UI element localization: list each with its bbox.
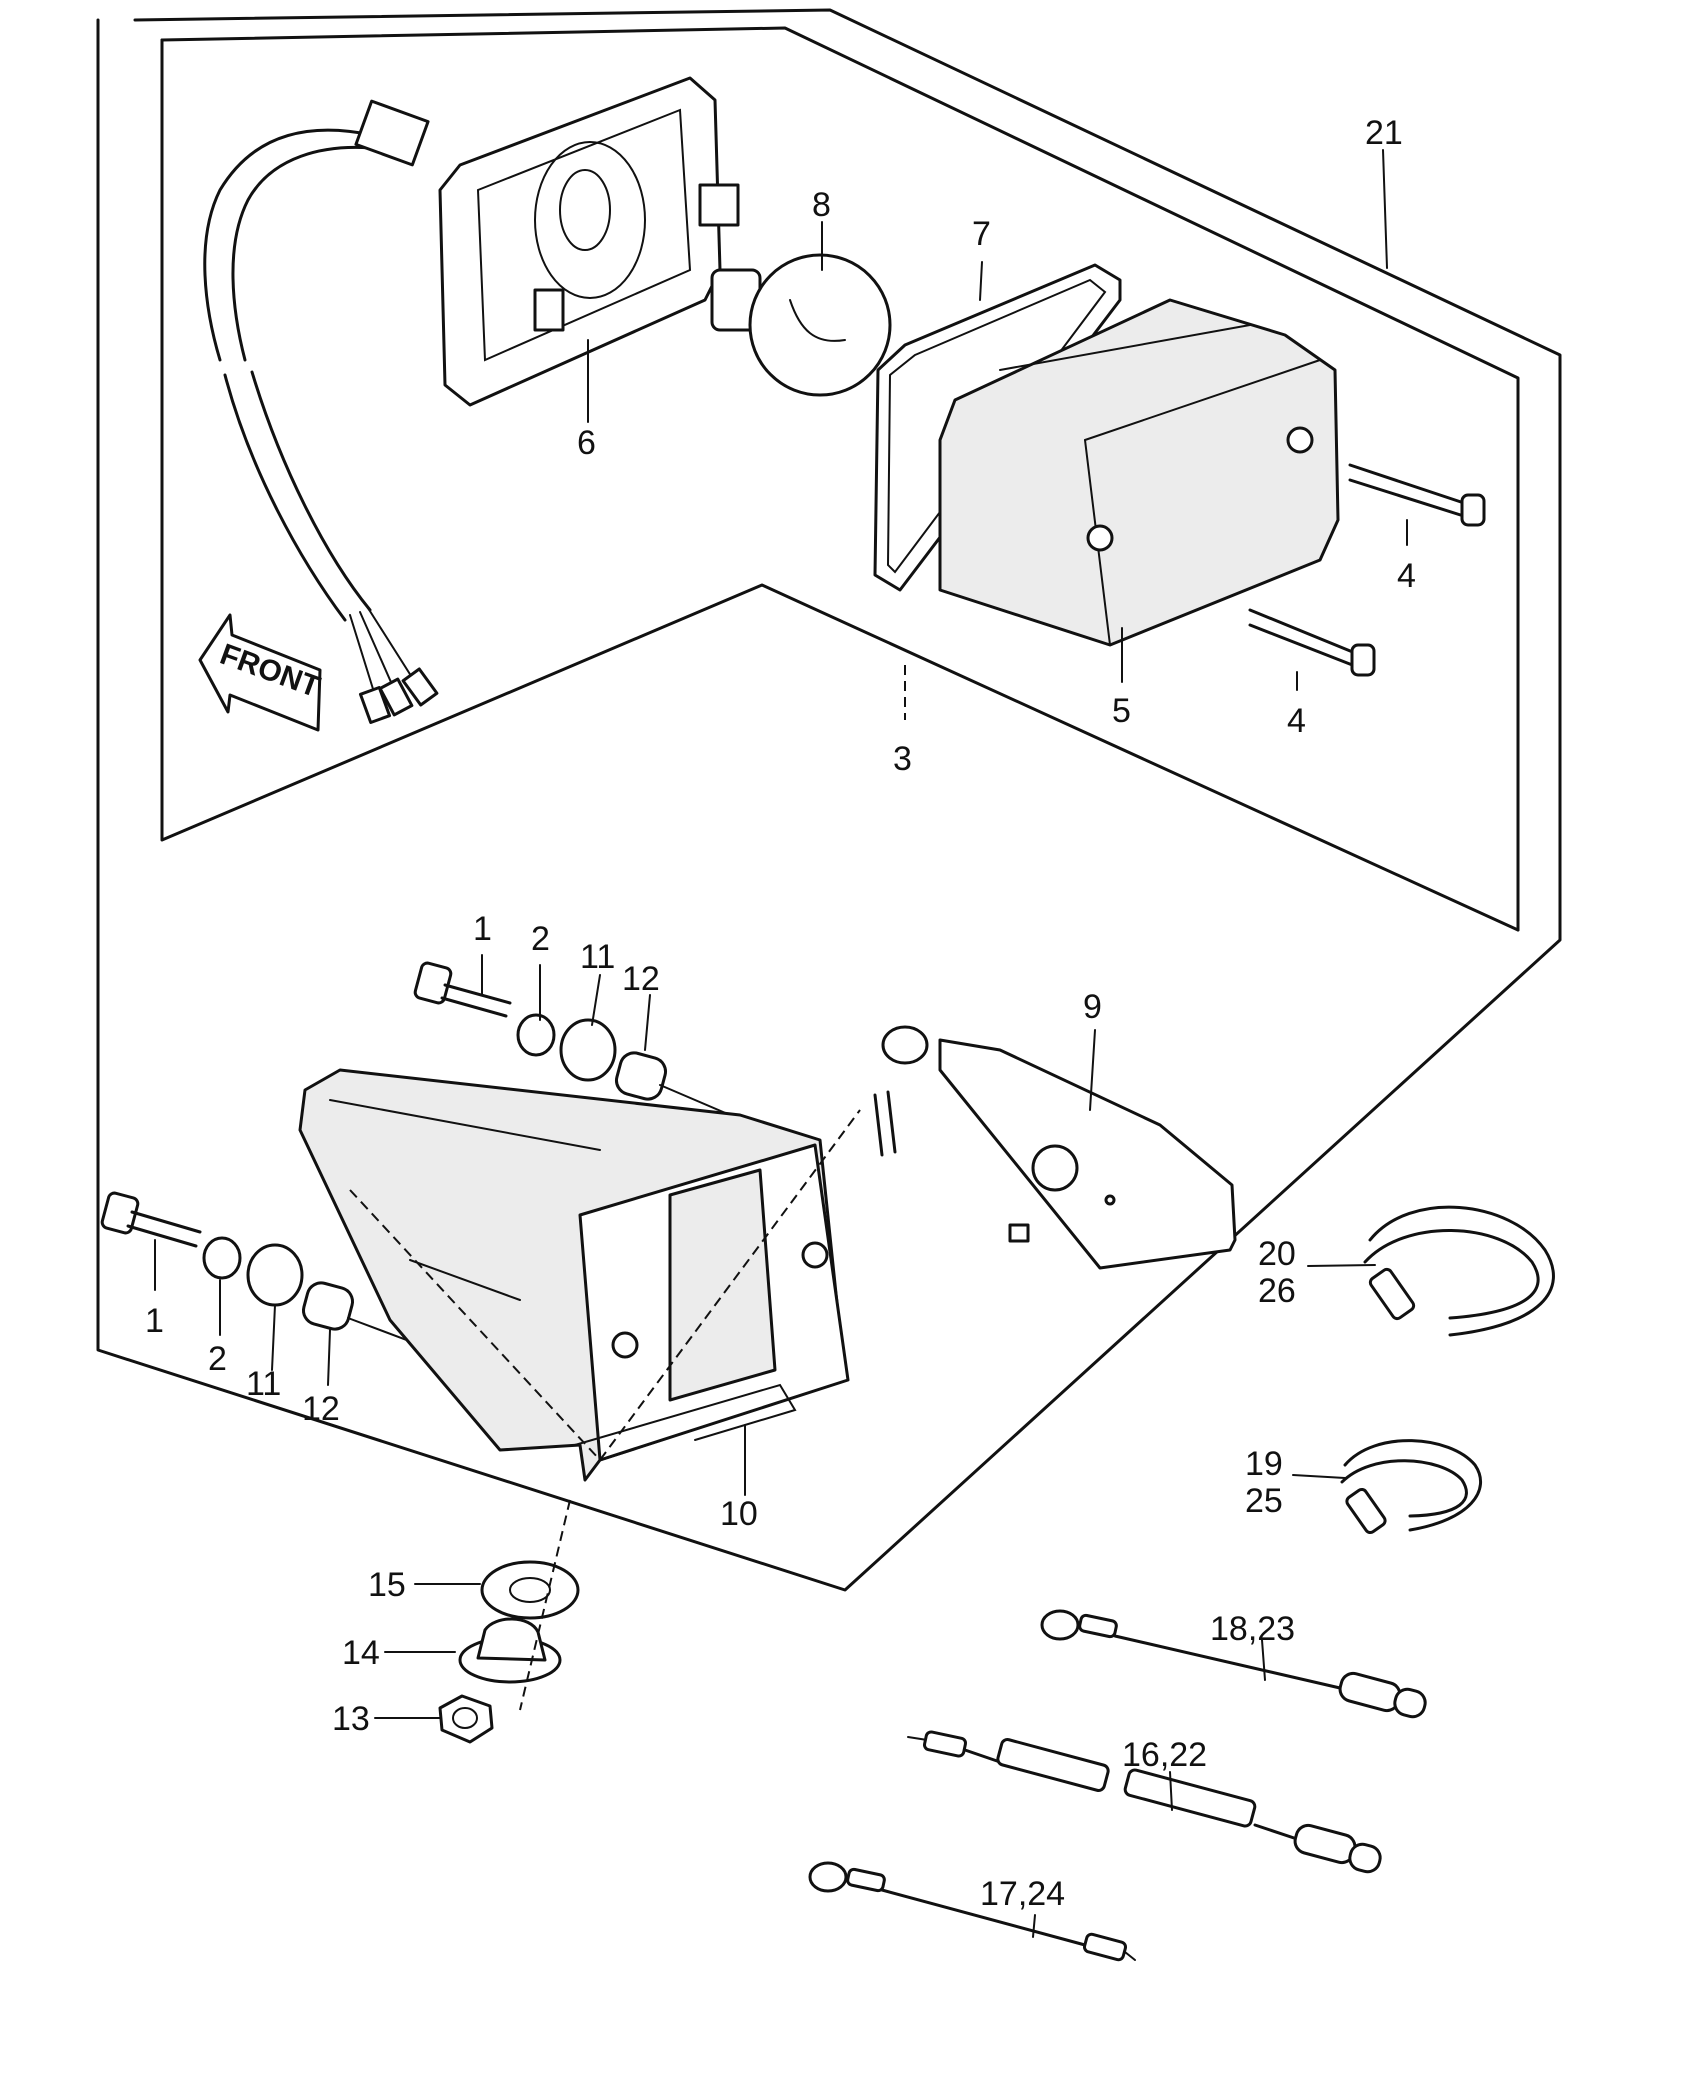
callout-6: 6	[577, 424, 596, 462]
callout-25: 25	[1245, 1482, 1283, 1520]
rubber-grommet	[458, 1617, 562, 1684]
front-direction-arrow: FRONT	[198, 613, 324, 732]
callout-9: 9	[1083, 988, 1102, 1026]
collar-lower	[301, 1281, 355, 1331]
grommet-alignment-line	[519, 1499, 571, 1711]
outer-assembly-border	[96, 8, 1562, 1592]
main-lead	[907, 1730, 1382, 1874]
callout-19: 19	[1245, 1445, 1283, 1483]
lock-washer-upper	[516, 1013, 556, 1057]
wiring-harness	[203, 99, 439, 725]
callout-18-23: 18,23	[1210, 1610, 1295, 1648]
callout-3: 3	[893, 740, 912, 778]
grommet-washer-hole	[509, 1577, 551, 1603]
leader-lines	[154, 149, 1408, 1938]
callout-5: 5	[1112, 692, 1131, 730]
ground-lead-upper	[1040, 1609, 1427, 1719]
lock-washer-lower	[202, 1236, 242, 1280]
callout-4-upper: 4	[1397, 557, 1416, 595]
mount-bolt-upper	[413, 961, 512, 1018]
inner-lamp-assembly-border	[160, 26, 1520, 932]
ground-lead-lower	[808, 1861, 1136, 1962]
callout-4-lower: 4	[1287, 702, 1306, 740]
mount-bolt-lower	[100, 1191, 202, 1248]
collar-upper	[614, 1051, 668, 1101]
lamp-housing	[438, 76, 740, 407]
callout-11-lower: 11	[246, 1365, 281, 1403]
callout-8: 8	[812, 186, 831, 224]
callout-10: 10	[720, 1495, 758, 1533]
lens	[938, 298, 1340, 647]
tail-light-bracket	[298, 1068, 861, 1482]
callout-2-upper: 2	[531, 920, 550, 958]
callout-1-upper: 1	[473, 910, 492, 948]
hex-nut	[438, 1694, 494, 1744]
callout-11-upper: 11	[580, 938, 615, 976]
callout-14: 14	[342, 1634, 380, 1672]
lens-screw-lower	[1248, 608, 1376, 677]
flat-washer-lower	[246, 1243, 304, 1307]
license-plate-bracket	[873, 1025, 1237, 1270]
harness-clamp-small	[1340, 1439, 1482, 1535]
inner-lamp-assembly-border-lower	[160, 38, 1520, 932]
callout-20: 20	[1258, 1235, 1296, 1273]
callout-13: 13	[332, 1700, 370, 1738]
callout-17-24: 17,24	[980, 1875, 1065, 1913]
callout-7: 7	[972, 215, 991, 253]
lens-screw-upper	[1348, 463, 1486, 527]
harness-clamp-large	[1363, 1205, 1555, 1337]
callout-15: 15	[368, 1566, 406, 1604]
callout-1-lower: 1	[145, 1302, 164, 1340]
flat-washer-upper	[559, 1018, 617, 1082]
bulb	[710, 253, 892, 397]
callout-21: 21	[1365, 114, 1403, 152]
callout-2-lower: 2	[208, 1340, 227, 1378]
grommet-washer	[480, 1560, 580, 1620]
callout-26: 26	[1258, 1272, 1296, 1310]
lens-gasket-inner	[886, 278, 1107, 574]
callout-12-lower: 12	[302, 1390, 340, 1428]
callout-16-22: 16,22	[1122, 1736, 1207, 1774]
callout-12-upper: 12	[622, 960, 660, 998]
